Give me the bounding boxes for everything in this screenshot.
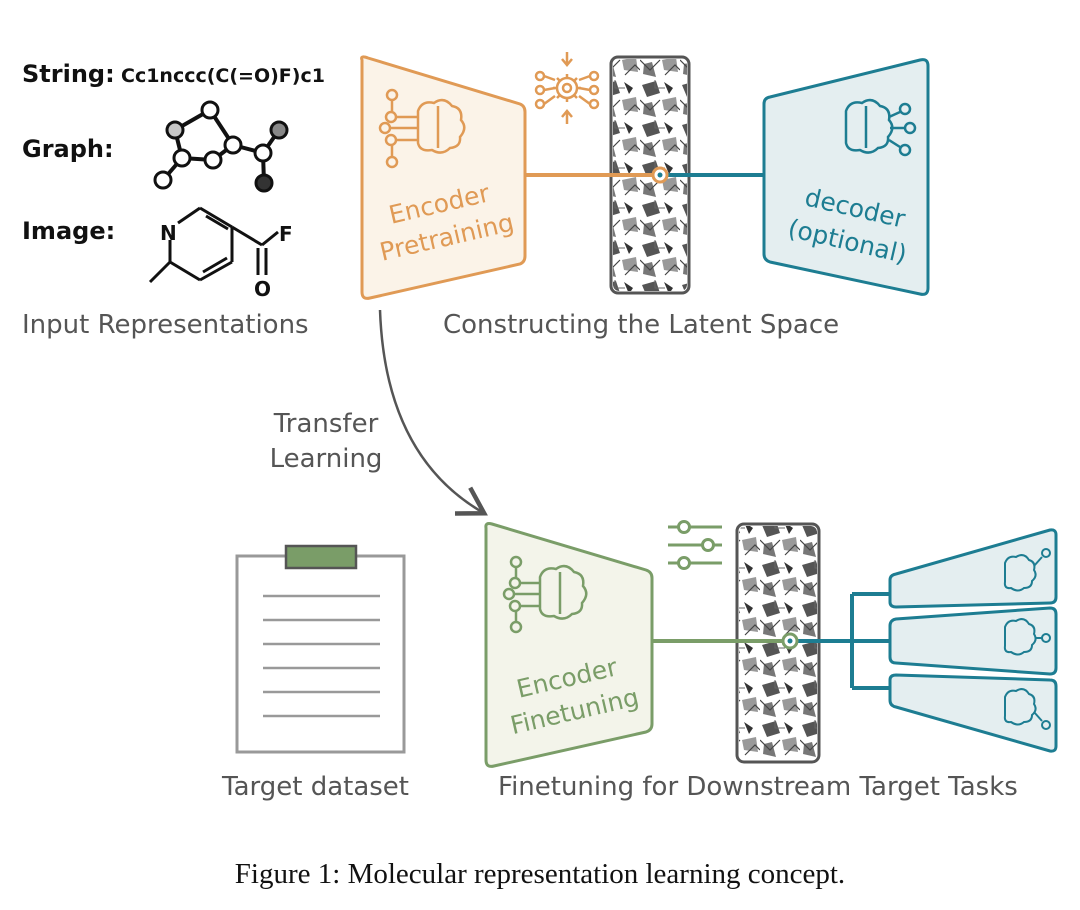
latent-space-section: Encoder Pretraining [360,52,930,340]
target-dataset: Target dataset [221,544,409,802]
transfer-arrow [378,309,488,516]
gear-cog-icon [534,52,600,124]
slider-settings-icon [668,520,722,570]
string-label: String: [22,60,115,88]
finetune-latent-node-center [787,638,793,644]
input-representations-title: Input Representations [22,310,309,340]
task-head-1 [888,528,1058,609]
brain-circuit-icon [378,88,466,169]
finetuning-title: Finetuning for Downstream Target Tasks [498,772,1018,802]
latent-space-title: Constructing the Latent Space [443,310,839,340]
latent-node-center [657,172,663,178]
transfer-label-line2: Learning [270,444,383,474]
clipboard-icon [235,544,406,754]
task-head-connectors [790,592,890,690]
transfer-label-line1: Transfer [273,409,379,439]
molecule-structure-image: N F O [148,206,293,301]
atom-n: N [160,221,177,245]
brain-circuit-icon [1003,688,1051,730]
input-representations: String: Cc1nccc(C(=O)F)c1 Graph: [22,60,325,340]
brain-circuit-icon [844,98,917,157]
smiles-string: Cc1nccc(C(=O)F)c1 [121,65,325,87]
brain-circuit-icon [502,555,588,634]
transfer-learning: Transfer Learning [270,309,488,516]
image-label: Image: [22,217,115,245]
brain-circuit-icon [1003,548,1051,592]
molecule-graph [153,100,289,193]
task-head-2 [888,606,1058,676]
finetuning-section: Encoder Finetuning [484,520,1058,802]
target-dataset-title: Target dataset [221,772,409,802]
brain-circuit-icon [1003,618,1051,656]
task-head-3 [888,673,1058,753]
atom-f: F [279,222,293,246]
figure-caption: Figure 1: Molecular representation learn… [235,858,845,890]
atom-o: O [254,277,271,301]
graph-label: Graph: [22,135,114,163]
decoder-block [762,58,930,296]
